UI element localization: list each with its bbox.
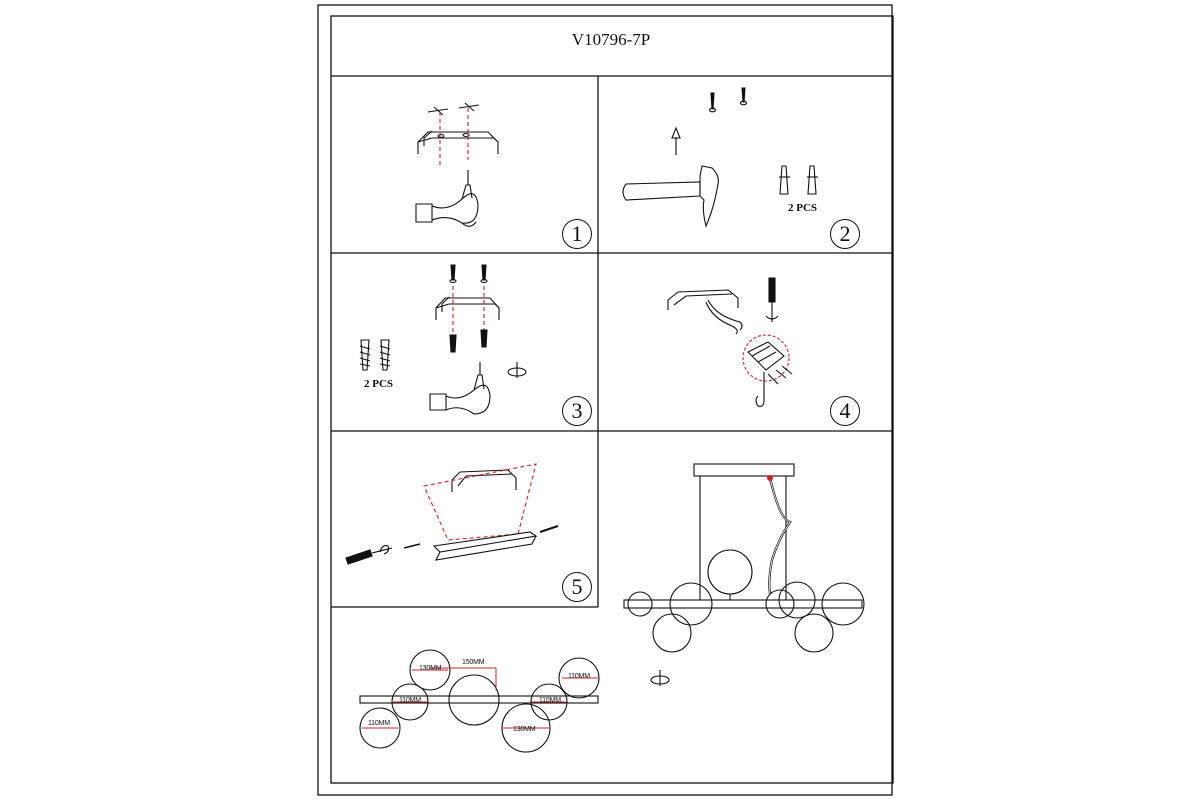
dimension-diagram xyxy=(359,649,600,753)
step-number-5: 5 xyxy=(562,572,592,602)
step-number-1: 1 xyxy=(562,219,592,249)
dim-label: 110MM xyxy=(539,697,561,704)
inner-frame xyxy=(330,15,894,784)
dim-label: 110MM xyxy=(368,720,390,727)
step-number-2: 2 xyxy=(830,219,860,249)
dim-label: 110MM xyxy=(568,673,590,680)
model-title: V10796-7P xyxy=(571,30,651,49)
dim-label: 130MM xyxy=(513,726,536,733)
dim-label: 130MM xyxy=(419,665,442,672)
step2-parts-label: 2 PCS xyxy=(788,202,818,214)
step-number-3: 3 xyxy=(562,396,592,426)
outer-border xyxy=(317,4,893,796)
step1-illustration xyxy=(415,102,499,227)
dim-label: 110MM xyxy=(399,697,421,704)
step3-illustration xyxy=(359,264,527,415)
step3-parts-label: 2 PCS xyxy=(364,378,394,390)
step5-illustration xyxy=(345,463,559,565)
dim-label: 150MM xyxy=(462,659,485,666)
fixture-illustration xyxy=(623,463,865,686)
step2-illustration xyxy=(622,87,818,228)
step4-illustration xyxy=(667,277,793,407)
step-number-4: 4 xyxy=(830,396,860,426)
